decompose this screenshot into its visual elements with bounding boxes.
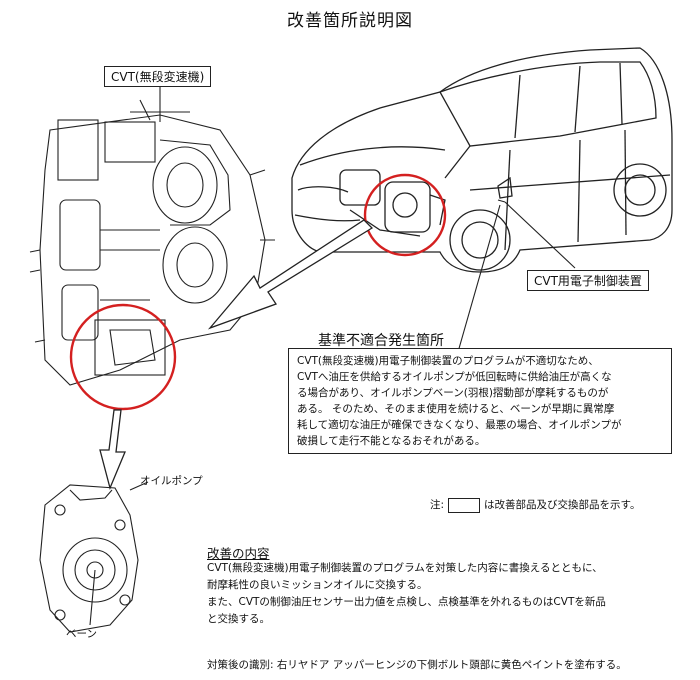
callout-arrow-cvt-to-pump bbox=[99, 409, 126, 491]
improvement-line: と交換する。 bbox=[207, 613, 270, 625]
improvement-body: CVT(無段変速機)用電子制御装置のプログラムを対策した内容に書換えるとともに、… bbox=[207, 560, 687, 628]
improvement-line: CVT(無段変速機)用電子制御装置のプログラムを対策した内容に書換えるとともに、 bbox=[207, 562, 603, 574]
oil-pump-illustration bbox=[39, 484, 139, 633]
problem-line: 耗して適切な油圧が確保できなくなり、最悪の場合、オイルポンプが bbox=[297, 419, 622, 431]
callout-arrow-car-to-cvt bbox=[207, 219, 374, 330]
highlight-circle-car bbox=[363, 173, 447, 257]
problem-box: CVT(無段変速機)用電子制御装置のプログラムが不適切なため、 CVTへ油圧を供… bbox=[288, 348, 672, 454]
problem-line: ある。 そのため、そのまま使用を続けると、ベーンが早期に異常摩 bbox=[297, 403, 615, 415]
problem-line: る場合があり、オイルポンプベーン(羽根)摺動部が摩耗するものが bbox=[297, 387, 609, 399]
improvement-line: 耐摩耗性の良いミッションオイルに交換する。 bbox=[207, 579, 428, 591]
highlight-circle-cvt bbox=[69, 303, 177, 411]
cvt-label: CVT(無段変速機) bbox=[104, 66, 212, 87]
legend-note-prefix: 注: bbox=[430, 499, 445, 511]
cvt-cross-section bbox=[29, 99, 275, 386]
legend-swatch bbox=[448, 497, 481, 513]
oil-pump-label: オイルポンプ bbox=[140, 475, 203, 487]
problem-line: CVT(無段変速機)用電子制御装置のプログラムが不適切なため、 bbox=[297, 355, 599, 367]
problem-line: 破損して走行不能となるおそれがある。 bbox=[297, 435, 486, 447]
car-illustration bbox=[291, 47, 673, 273]
problem-line: CVTへ油圧を供給するオイルポンプが低回転時に供給油圧が高くな bbox=[297, 371, 612, 383]
page-title: 改善箇所説明図 bbox=[287, 11, 413, 31]
problem-heading: 基準不適合発生箇所 bbox=[318, 333, 444, 349]
identification-note: 対策後の識別: 右リヤドア アッパーヒンジの下側ボルト頭部に黄色ペイントを塗布す… bbox=[207, 659, 627, 671]
leader-lines bbox=[89, 82, 576, 626]
cvt-ecu-label: CVT用電子制御装置 bbox=[527, 270, 649, 291]
legend-note: 注: は改善部品及び交換部品を示す。 bbox=[430, 497, 641, 513]
improvement-heading: 改善の内容 bbox=[207, 546, 270, 561]
legend-note-text: は改善部品及び交換部品を示す。 bbox=[484, 499, 641, 511]
improvement-line: また、CVTの制御油圧センサー出力値を点検し、点検基準を外れるものはCVTを新品 bbox=[207, 596, 606, 608]
vane-label: ベーン bbox=[66, 628, 97, 640]
